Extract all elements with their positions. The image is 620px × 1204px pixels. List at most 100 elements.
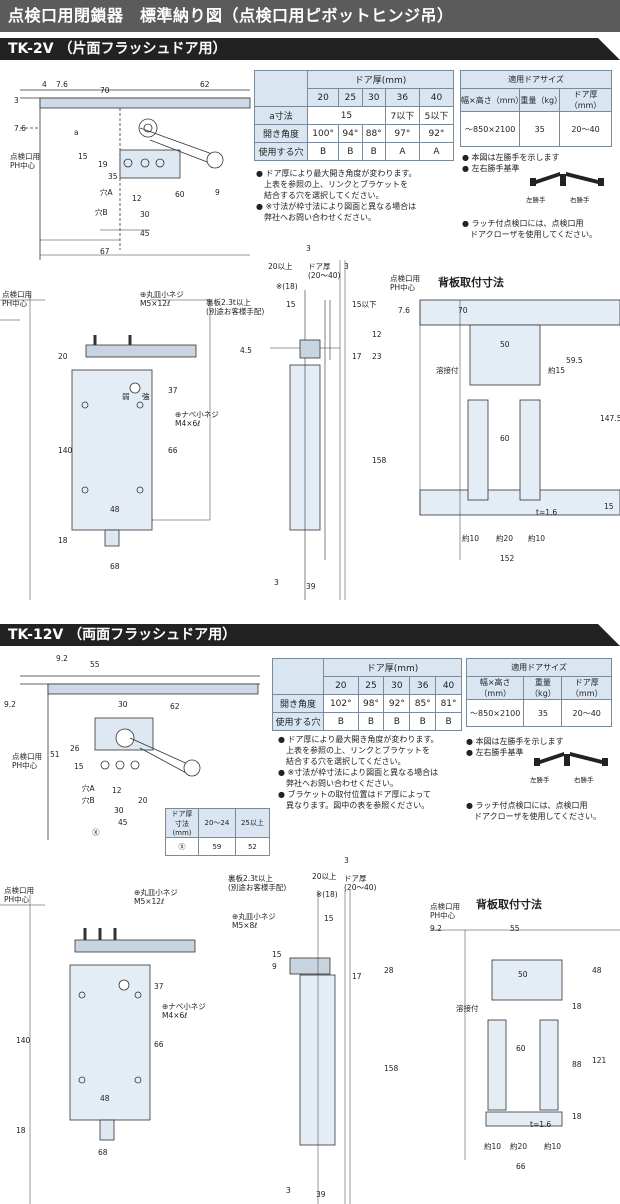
table-group-header: ドア厚(mm): [307, 70, 454, 89]
dim-label: 48: [110, 505, 120, 514]
tk12v-x-table: ドア厚寸法(mm) 20～24 25以上 Ⓧ 59 52: [165, 808, 271, 856]
dim-label: 60: [175, 190, 185, 199]
tk12v-latch-notes: ● ラッチ付点検口には、点検口用 ドアクローザを使用してください。: [466, 801, 601, 821]
dim-label: 約10: [544, 1142, 562, 1151]
hole-b-label: 穴B: [82, 796, 95, 805]
weld-label: 溶接付: [436, 366, 459, 375]
dim-label: 9.2: [430, 924, 442, 933]
strong-label: 強: [142, 392, 150, 401]
dim-label: 15以下: [352, 300, 377, 309]
dim-label: 15: [286, 300, 296, 309]
dim-label: 15: [74, 762, 84, 771]
dim-label: 39: [316, 1190, 326, 1199]
dim-label: 9.2: [4, 700, 16, 709]
page-header: 点検口用閉鎖器 標準納り図（点検口用ピボットヒンジ吊）: [0, 0, 620, 32]
dim-label: 48: [592, 966, 602, 975]
dim-label: 147.5: [600, 414, 620, 423]
dim-label: 4.5: [240, 346, 252, 355]
dim-label: 3: [344, 856, 349, 865]
door-thickness-label: ドア厚(20～40): [308, 262, 341, 280]
dim-label: 3: [274, 578, 279, 587]
dim-label: 68: [98, 1148, 108, 1157]
tk2v-latch-notes: ● ラッチ付点検口には、点検口用 ドアクローザを使用してください。: [462, 219, 597, 239]
tk2v-drawings: [0, 89, 620, 600]
left-hand-label: 左勝手: [530, 776, 550, 784]
tk12v-notes: ● ドア厚により最大開き角度が変わります。 上表を参照の上、リンクとブラケットを…: [278, 735, 439, 810]
tk2v-door-size-table: 適用ドアサイズ 幅×高さ（mm） 重量（kg） ドア厚（mm） ～850×210…: [459, 70, 612, 147]
back-plate-note: 裏板2.3t以上(別途お客様手配): [206, 298, 265, 316]
dim-label: 45: [118, 818, 128, 827]
table-row: 使用する穴 B B B B B: [272, 712, 462, 731]
dim-label: 3: [14, 96, 19, 105]
dim-label: 60: [500, 434, 510, 443]
dim-label: 30: [140, 210, 150, 219]
dim-label: 158: [372, 456, 387, 465]
dim-label: 12: [112, 786, 122, 795]
dim-label: 68: [110, 562, 120, 571]
dim-label: 20: [138, 796, 148, 805]
weld-label: 溶接付: [456, 1004, 479, 1013]
tk12v-right-notes: ● 本図は左勝手を示します● 左右勝手基準: [466, 737, 564, 757]
table-row: Ⓧ 59 52: [165, 837, 271, 856]
table-row: ～850×2100 35 20～40: [465, 699, 612, 727]
dim-label: 30: [114, 806, 124, 815]
dim-label: 30: [118, 700, 128, 709]
dim-label: 15: [324, 914, 334, 923]
tk12v-thickness-table: ドア厚(mm) 20 25 30 36 40 開き角度 102° 98° 92°…: [272, 658, 462, 731]
dim-label: ※(18): [276, 282, 298, 291]
dim-label: 158: [384, 1064, 399, 1073]
dim-label: ※(18): [316, 890, 338, 899]
dim-label: 7.6: [56, 80, 68, 89]
back-plate-title: 背板取付寸法: [438, 276, 504, 289]
dim-label: 約10: [528, 534, 546, 543]
dim-label: 9.2: [56, 654, 68, 663]
dim-label: 121: [592, 1056, 607, 1065]
dim-label: 3: [306, 244, 311, 253]
dim-label: 55: [510, 924, 520, 933]
table-row: 使用する穴 B B B A A: [254, 142, 455, 161]
section-title-tk2v: TK-2V （片面フラッシュドア用）: [0, 38, 620, 60]
dim-label: 12: [372, 330, 382, 339]
tk2v-right-notes: ● 本図は左勝手を示します● 左右勝手基準: [462, 153, 560, 173]
tk2v-notes: ● ドア厚により最大開き角度が変わります。 上表を参照の上、リンクとブラケットを…: [256, 169, 417, 222]
dim-label: 7.6: [14, 124, 26, 133]
door-thickness-label: ドア厚(20～40): [344, 874, 377, 892]
dim-label: 9: [272, 962, 277, 971]
dim-label: 50: [500, 340, 510, 349]
dim-label: 17: [352, 972, 362, 981]
section-title-tk12v: TK-12V （両面フラッシュドア用）: [0, 624, 620, 646]
dim-label: 7.6: [398, 306, 410, 315]
dim-label: 約10: [462, 534, 480, 543]
dim-label: 59.5: [566, 356, 583, 365]
dim-label: 26: [70, 744, 80, 753]
dim-label: 15: [78, 152, 88, 161]
page-title: 点検口用閉鎖器 標準納り図（点検口用ピボットヒンジ吊）: [8, 6, 454, 25]
right-hand-label: 右勝手: [574, 776, 594, 784]
dim-label: 88: [572, 1060, 582, 1069]
hole-a-label: 穴A: [82, 784, 95, 793]
dim-label: 140: [16, 1036, 31, 1045]
hole-a-label: 穴A: [100, 188, 113, 197]
dim-label: 23: [372, 352, 382, 361]
dim-label: 約10: [484, 1142, 502, 1151]
dim-label: 37: [154, 982, 164, 991]
back-plate-title: 背板取付寸法: [476, 898, 542, 911]
dim-label: 20以上: [268, 262, 293, 271]
dim-label: 66: [168, 446, 178, 455]
dim-label: 4: [42, 80, 47, 89]
hole-b-label: 穴B: [95, 208, 108, 217]
dim-label: 140: [58, 446, 73, 455]
dim-label: 62: [170, 702, 180, 711]
dim-label: 67: [100, 247, 110, 256]
dim-label: 18: [572, 1002, 582, 1011]
dim-label: 152: [500, 554, 515, 563]
weak-label: 弱: [122, 392, 130, 401]
dim-label: 約20: [496, 534, 514, 543]
